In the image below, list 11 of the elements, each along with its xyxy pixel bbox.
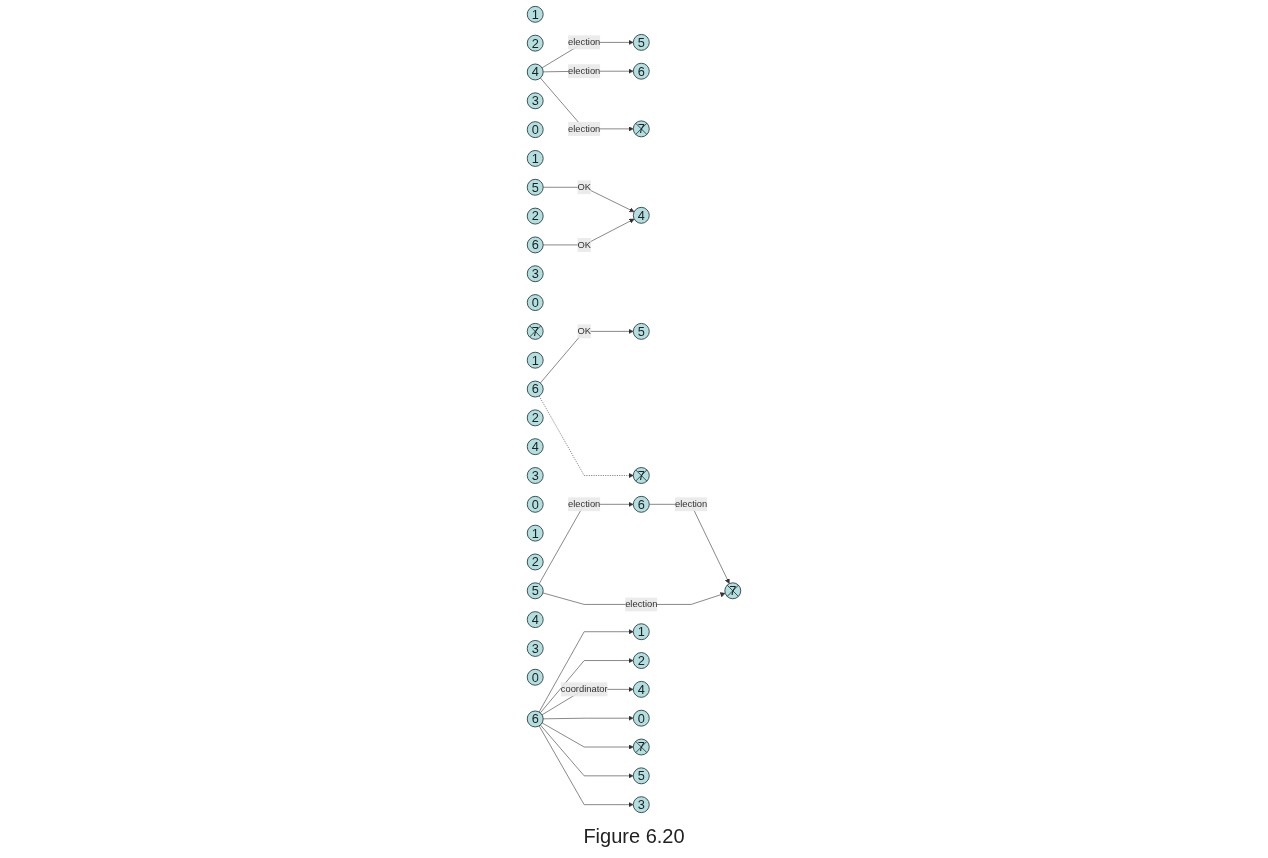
edge-label: election <box>568 65 601 76</box>
edge-label: election <box>674 499 708 510</box>
edge-label: election <box>625 599 658 610</box>
edge-label: OK <box>577 326 591 337</box>
edge-label: election <box>568 123 601 134</box>
edge-label: OK <box>577 182 591 192</box>
edge-label: OK <box>577 239 591 250</box>
figure-caption: Figure 6.20 <box>583 824 685 849</box>
edge-label: election <box>568 37 601 48</box>
edge-label: election <box>568 499 601 510</box>
edge-label: coordinator <box>560 684 608 695</box>
